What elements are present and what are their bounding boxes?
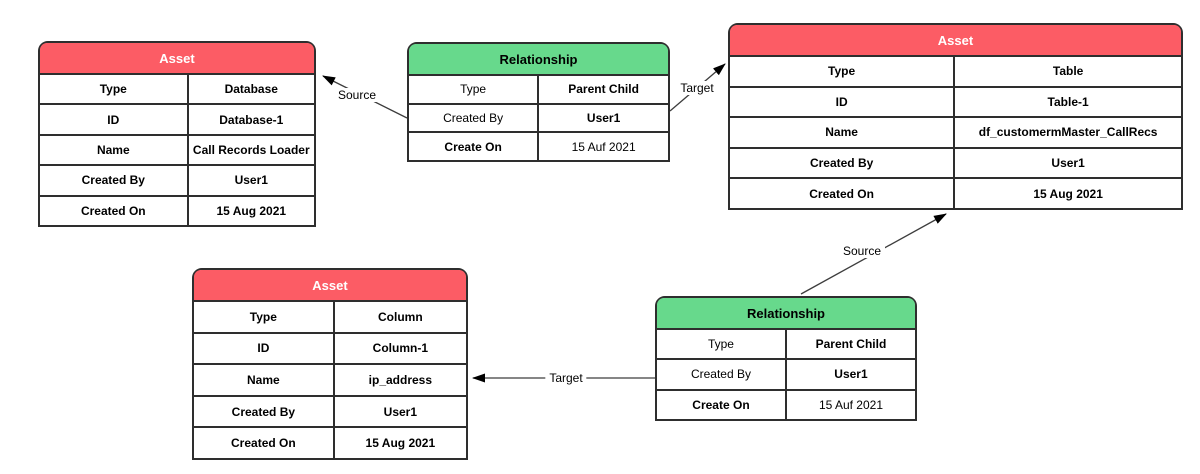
- row-label: Create On: [692, 397, 750, 412]
- table-row: Type Column: [194, 300, 466, 332]
- table-row: Type Parent Child: [409, 74, 668, 103]
- row-value: 15 Auf 2021: [537, 133, 668, 161]
- row-value: User1: [332, 396, 466, 427]
- row-value: User1: [186, 166, 314, 195]
- edge-label-target-bottom: Target: [545, 371, 587, 385]
- row-label: Create On: [444, 139, 502, 154]
- row-value: Parent Child: [784, 330, 915, 359]
- table-row: Created By User1: [194, 394, 466, 427]
- row-value: Call Records Loader: [186, 135, 314, 165]
- row-label: Created On: [80, 203, 146, 218]
- row-label: ID: [257, 341, 270, 356]
- table-row: Created By User1: [657, 358, 915, 389]
- row-value: Column: [332, 302, 466, 332]
- row-value: 15 Auf 2021: [784, 390, 915, 419]
- row-value: 15 Aug 2021: [332, 428, 466, 458]
- row-label: Created On: [809, 186, 874, 201]
- row-value: Database-1: [186, 105, 314, 134]
- edge-label-source-bottom: Source: [838, 244, 886, 258]
- node-relationship-bottom[interactable]: Relationship Type Parent Child Created B…: [655, 296, 917, 421]
- row-label: Type: [99, 82, 127, 97]
- table-row: Created By User1: [730, 146, 1181, 178]
- row-value: 15 Aug 2021: [186, 196, 314, 225]
- table-row: ID Column-1: [194, 331, 466, 364]
- edge-label-target-top: Target: [676, 81, 718, 95]
- row-value: Parent Child: [537, 76, 668, 103]
- row-value: Table: [953, 57, 1181, 86]
- row-value: Table-1: [953, 87, 1181, 117]
- row-label: Created By: [231, 404, 296, 419]
- edge-label-source-top: Source: [333, 88, 381, 102]
- table-row: Created By User1: [40, 164, 314, 195]
- row-label: Type: [249, 309, 277, 324]
- row-label: Created By: [81, 173, 145, 188]
- node-title: Relationship: [409, 44, 668, 74]
- node-relationship-top[interactable]: Relationship Type Parent Child Created B…: [407, 42, 670, 163]
- row-label: Created By: [809, 156, 874, 171]
- node-title: Asset: [194, 270, 466, 300]
- node-asset-table[interactable]: Asset Type Table ID Table-1 Name df_cust…: [728, 23, 1183, 210]
- row-label: Name: [247, 372, 280, 387]
- table-row: Created On 15 Aug 2021: [194, 426, 466, 458]
- row-label: Created By: [443, 111, 504, 126]
- row-value: ip_address: [332, 365, 466, 395]
- table-row: ID Table-1: [730, 85, 1181, 117]
- table-row: Create On 15 Auf 2021: [657, 388, 915, 419]
- table-row: Name df_customermMaster_CallRecs: [730, 116, 1181, 147]
- row-label: Name: [825, 125, 858, 140]
- row-label: Type: [460, 82, 487, 97]
- row-value: df_customermMaster_CallRecs: [953, 118, 1181, 147]
- row-value: 15 Aug 2021: [953, 179, 1181, 208]
- row-label: Type: [828, 64, 856, 79]
- table-row: Name ip_address: [194, 363, 466, 395]
- row-value: Database: [186, 75, 314, 104]
- table-row: Type Parent Child: [657, 328, 915, 359]
- table-row: Create On 15 Auf 2021: [409, 131, 668, 161]
- table-row: Type Database: [40, 73, 314, 104]
- table-row: Created On 15 Aug 2021: [730, 177, 1181, 208]
- node-asset-column[interactable]: Asset Type Column ID Column-1 Name ip_ad…: [192, 268, 468, 460]
- node-title: Asset: [730, 25, 1181, 55]
- table-row: Type Table: [730, 55, 1181, 86]
- row-value: User1: [784, 360, 915, 389]
- node-asset-database[interactable]: Asset Type Database ID Database-1 Name C…: [38, 41, 316, 227]
- table-row: ID Database-1: [40, 103, 314, 134]
- table-row: Name Call Records Loader: [40, 133, 314, 165]
- row-label: Type: [707, 337, 734, 352]
- node-title: Asset: [40, 43, 314, 73]
- row-label: Created By: [690, 367, 751, 382]
- row-value: User1: [953, 148, 1181, 178]
- row-label: ID: [107, 112, 120, 127]
- node-title: Relationship: [657, 298, 915, 328]
- row-value: User1: [537, 104, 668, 132]
- row-value: Column-1: [332, 333, 466, 364]
- row-label: ID: [835, 94, 848, 109]
- table-row: Created By User1: [409, 102, 668, 132]
- row-label: Created On: [231, 436, 296, 451]
- row-label: Name: [96, 142, 130, 157]
- table-row: Created On 15 Aug 2021: [40, 194, 314, 225]
